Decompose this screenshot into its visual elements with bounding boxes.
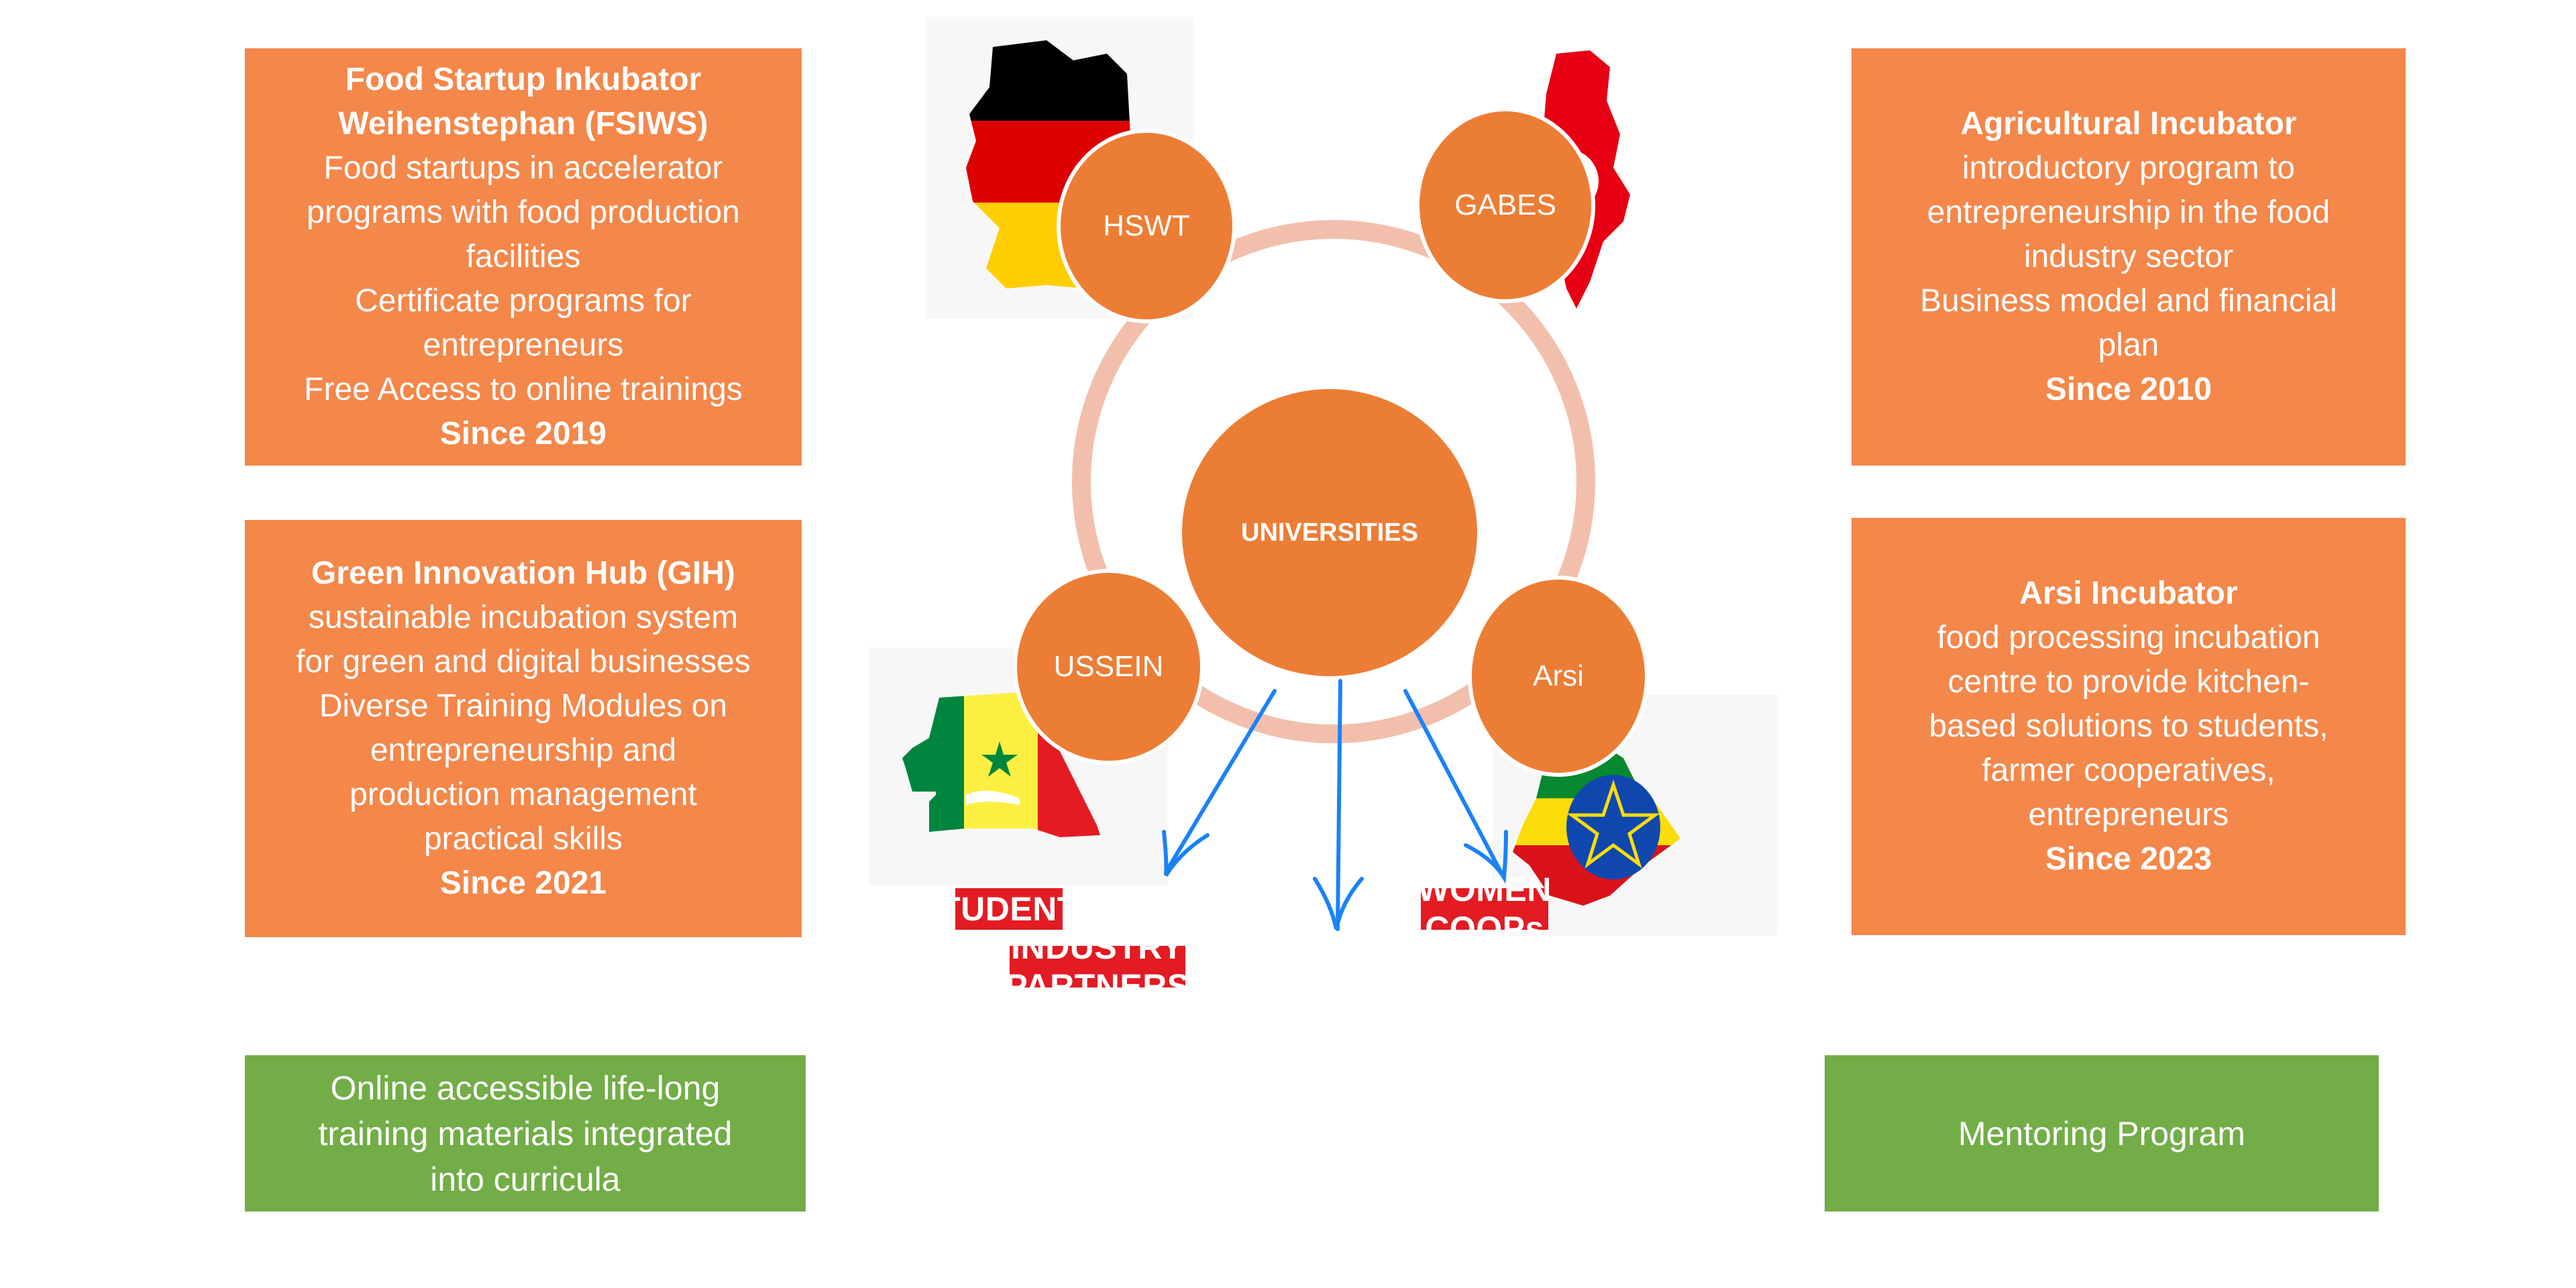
online-training-line: into curricula [430,1160,621,1198]
online-training-line: Online accessible life-long [330,1069,720,1107]
agri-line: industry sector [2023,239,2234,274]
gih-line: entrepreneurship and [370,733,677,768]
gih-line: production management [350,777,697,812]
fsiws-line: facilities [466,239,581,274]
hub-ring [1072,220,1595,743]
fsiws-title-2: Weihenstephan (FSIWS) [338,106,708,142]
hswt-label: HSWT [1103,209,1190,242]
mentoring-program-label: Mentoring Program [1958,1114,2245,1152]
arsi-line: centre to provide kitchen- [1947,664,2310,700]
agri-line: introductory program to [1962,150,2296,186]
fsiws-since: Since 2019 [439,416,607,451]
fsiws-line: Food startups in accelerator [323,150,723,186]
gih-title: Green Innovation Hub (GIH) [311,555,735,591]
fsiws-line: Free Access to online trainings [304,372,743,407]
women-coops-target: WOMEN COOPs [1417,871,1551,947]
universities-label: UNIVERSITIES [1241,518,1418,547]
arsi-incubator-box: Arsi Incubator food processing incubatio… [1851,518,2406,935]
arsi-line: food processing incubation [1937,620,2320,655]
industry-partners-target: INDUSTRY PARTNERS [1005,928,1189,1005]
ussein-label: USSEIN [1053,650,1164,683]
arsi-since: Since 2023 [2045,841,2212,877]
node-arsi: Arsi [1468,576,1649,777]
arsi-line: farmer cooperatives, [1982,753,2275,788]
online-training-line: training materials integrated [318,1114,733,1152]
fsiws-box: Food Startup Inkubator Weihenstephan (FS… [245,48,802,466]
online-training-box: Online accessible life-long training mat… [245,1055,806,1212]
arsi-line: based solutions to students, [1929,708,2328,744]
arrow-head-industry [1313,877,1364,930]
arrows [1162,679,1508,931]
gih-line: Diverse Training Modules on [319,688,728,724]
agri-line: Business model and financial [1920,283,2337,319]
gih-line: for green and digital businesses [296,644,751,680]
gih-box: Green Innovation Hub (GIH) sustainable i… [245,520,802,937]
women-coops-label: WOMEN COOPs [1417,871,1552,947]
arrow-to-industry [1336,679,1342,931]
arrow-head-students [1162,830,1210,877]
fsiws-line: Certificate programs for [355,283,692,319]
universities-hub: UNIVERSITIES [1182,389,1477,676]
arsi-label: Arsi [1533,659,1584,692]
fsiws-line: programs with food production [307,195,740,230]
gih-since: Since 2021 [439,865,607,901]
arrow-to-students [1164,689,1277,874]
agricultural-incubator-box: Agricultural Incubator introductory prog… [1851,48,2406,466]
industry-partners-label: INDUSTRY PARTNERS [1005,928,1190,1005]
gih-line: practical skills [423,821,623,857]
node-hswt: HSWT [1057,129,1236,323]
fsiws-line: entrepreneurs [423,327,624,363]
agri-line: entrepreneurship in the food [1927,195,2330,230]
arrow-to-women-coops [1403,689,1505,877]
arrow-head-women-coops [1464,830,1508,884]
mentoring-program-box: Mentoring Program [1825,1055,2379,1212]
students-label: STUDENTS [917,890,1101,928]
arsi-line: entrepreneurs [2028,797,2229,833]
arsi-title: Arsi Incubator [2019,576,2238,611]
gih-line: sustainable incubation system [308,600,739,635]
students-target: STUDENTS [917,888,1100,930]
fsiws-title-1: Food Startup Inkubator [345,62,702,97]
agri-title: Agricultural Incubator [1960,106,2297,142]
node-gabes: GABES [1415,107,1595,303]
node-ussein: USSEIN [1013,569,1204,765]
agri-since: Since 2010 [2045,372,2212,407]
agri-line: plan [2098,327,2159,363]
gabes-label: GABES [1454,189,1556,221]
ethiopia-flag-map-icon [1493,694,1778,936]
